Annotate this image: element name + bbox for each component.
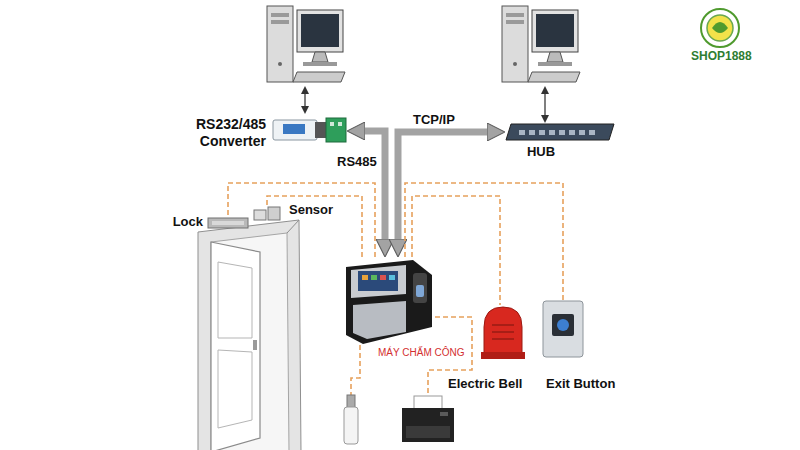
device-label: Exit Button (545, 376, 616, 392)
attendance-machine: MÁY CHẤM CÔNG (343, 257, 435, 345)
signal-label: TCP/IP (412, 112, 456, 128)
usb-drive (343, 395, 359, 445)
computer-drawing (500, 4, 580, 86)
computer (265, 4, 345, 86)
bell-wire (412, 196, 500, 305)
door-lock-drawing (208, 218, 248, 228)
attendance-machine-drawing (343, 257, 435, 345)
exit-button-drawing (542, 300, 584, 358)
door-sensor-drawing (254, 207, 280, 221)
device-label: Lock (162, 214, 204, 230)
receipt-printer-drawing (400, 396, 456, 444)
door-lock: Lock (208, 218, 248, 228)
usb-wire (351, 345, 360, 395)
door-sensor: Sensor (254, 207, 280, 221)
signal-label: RS485 (336, 154, 378, 170)
converter-device-drawing (273, 114, 347, 146)
brand-logo-text: SHOP1888 (690, 49, 753, 63)
lock-wire (228, 183, 375, 257)
computer (500, 4, 580, 86)
network-link (544, 94, 546, 115)
electric-bell: Electric Bell (480, 305, 526, 360)
device-label: RS232/485 Converter (169, 116, 267, 150)
device-label: MÁY CHẤM CÔNG (377, 347, 466, 359)
computer-drawing (265, 4, 345, 86)
sensor-wire (267, 196, 362, 257)
device-label: Sensor (288, 202, 334, 218)
device-label: HUB (507, 144, 575, 160)
converter-device: RS232/485 Converter (273, 114, 347, 146)
logo-mark (701, 9, 739, 47)
serial-link (304, 94, 306, 106)
usb-drive-drawing (343, 395, 359, 445)
exit-button: Exit Button (542, 300, 584, 358)
hub-device: HUB (505, 123, 615, 141)
device-label: Electric Bell (447, 376, 523, 392)
receipt-printer (400, 396, 456, 444)
electric-bell-drawing (480, 305, 526, 360)
door-illustration (198, 220, 301, 450)
hub-device-drawing (505, 123, 615, 141)
